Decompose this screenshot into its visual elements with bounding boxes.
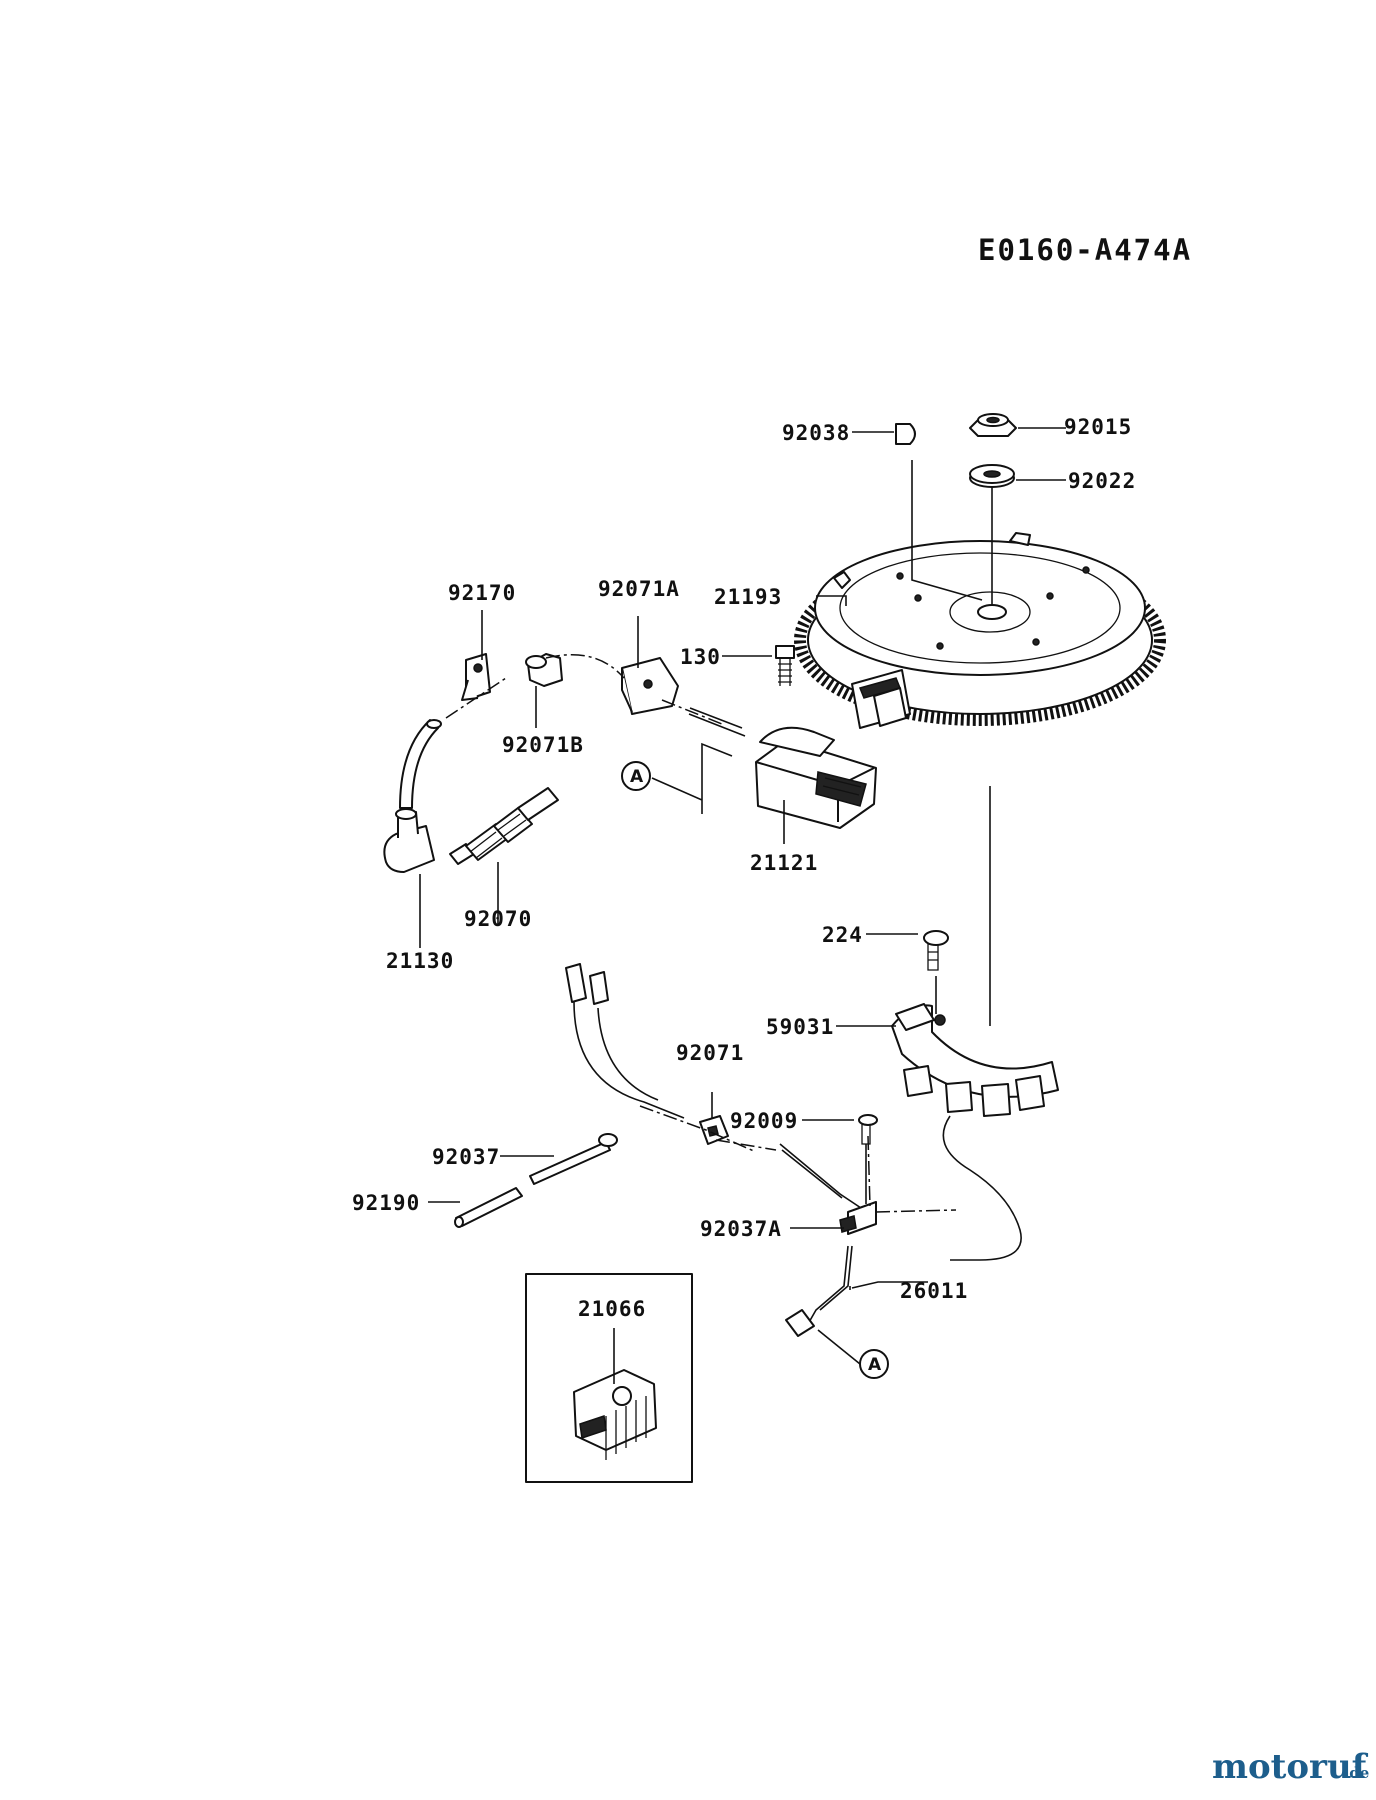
callout-21121: 21121 bbox=[750, 851, 818, 875]
callout-21193: 21193 bbox=[714, 585, 782, 609]
callout-21066: 21066 bbox=[578, 1297, 646, 1321]
harness bbox=[565, 963, 865, 1211]
clamp-92071A bbox=[621, 657, 679, 715]
hose bbox=[399, 719, 442, 809]
watermark-suffix: .de bbox=[1344, 1764, 1369, 1782]
spark-plug-92070 bbox=[449, 787, 559, 865]
bracket-92037A bbox=[839, 1201, 877, 1235]
callout-26011: 26011 bbox=[900, 1279, 968, 1303]
callout-92071B: 92071B bbox=[502, 733, 584, 757]
callout-92015: 92015 bbox=[1064, 415, 1132, 439]
callout-59031: 59031 bbox=[766, 1015, 834, 1039]
screw-224 bbox=[923, 930, 949, 971]
callout-92037: 92037 bbox=[432, 1145, 500, 1169]
ref-a-top: A bbox=[621, 761, 651, 791]
rectifier-21066 bbox=[573, 1369, 657, 1460]
watermark-logo: motoruf bbox=[1212, 1747, 1369, 1787]
leader-lines bbox=[419, 427, 1066, 1384]
bracket-92170 bbox=[461, 653, 491, 701]
callout-92022: 92022 bbox=[1068, 469, 1136, 493]
callout-92037A: 92037A bbox=[700, 1217, 782, 1241]
ref-a-label: A bbox=[868, 1355, 882, 1375]
key-92038 bbox=[895, 423, 916, 445]
stator bbox=[891, 1003, 1059, 1261]
lead-26011 bbox=[785, 1245, 853, 1337]
ref-a-label: A bbox=[630, 767, 644, 787]
bolt-130 bbox=[775, 645, 795, 686]
watermark: motoruf .de bbox=[1212, 1747, 1369, 1787]
tie-92037 bbox=[529, 1133, 618, 1185]
flywheel bbox=[794, 532, 1166, 729]
callout-92071: 92071 bbox=[676, 1041, 744, 1065]
callout-92190: 92190 bbox=[352, 1191, 420, 1215]
tube-92190 bbox=[454, 1187, 523, 1228]
callout-21130: 21130 bbox=[386, 949, 454, 973]
nut-92015 bbox=[969, 413, 1017, 437]
callout-224: 224 bbox=[822, 923, 863, 947]
callout-92009: 92009 bbox=[730, 1109, 798, 1133]
callout-92170: 92170 bbox=[448, 581, 516, 605]
ref-a-bottom: A bbox=[859, 1349, 889, 1379]
ignition-coil bbox=[688, 707, 877, 829]
washer-92022 bbox=[969, 464, 1015, 488]
callout-130: 130 bbox=[680, 645, 721, 669]
cap-92071B bbox=[525, 653, 563, 687]
callouts: 92038 92015 92022 21193 92170 92071A 130… bbox=[352, 415, 1136, 1321]
callout-92038: 92038 bbox=[782, 421, 850, 445]
plug-cap-21130 bbox=[383, 808, 435, 873]
dash-lines bbox=[445, 654, 957, 1213]
diagram-code: E0160-A474A bbox=[978, 233, 1192, 267]
callout-92071A: 92071A bbox=[598, 577, 680, 601]
callout-92070: 92070 bbox=[464, 907, 532, 931]
